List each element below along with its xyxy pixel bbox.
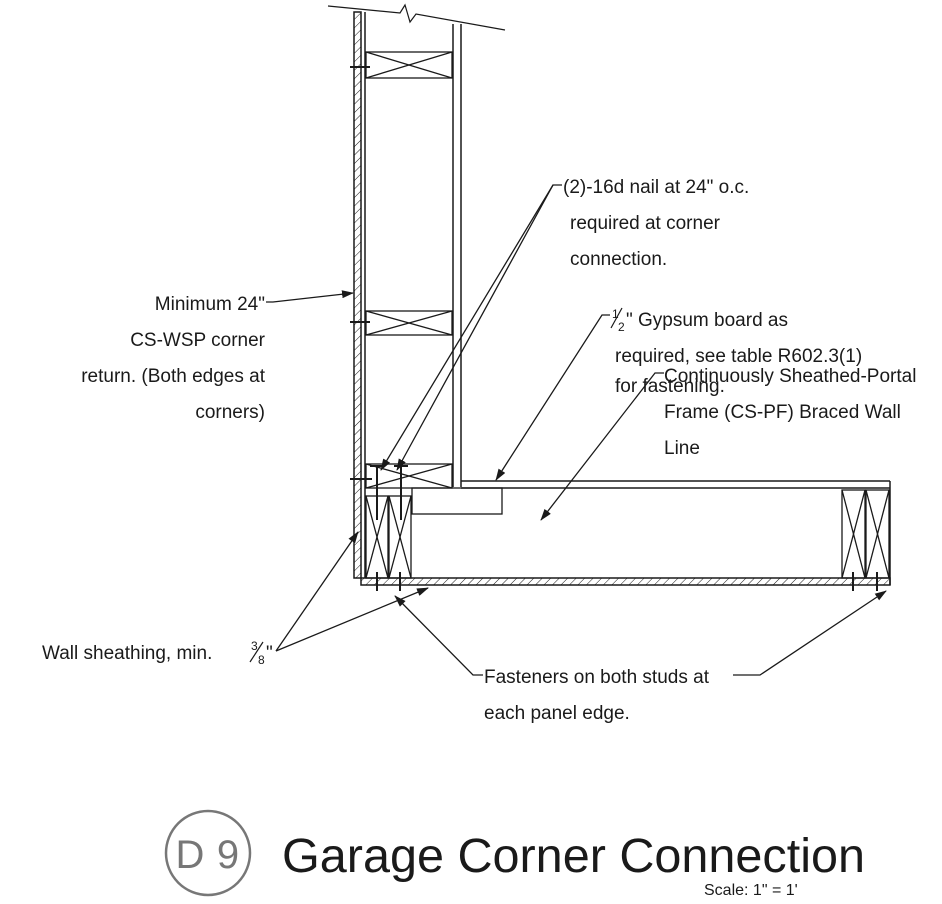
note-return-line3: return. (Both edges at — [81, 366, 265, 387]
vertical-wall-sheathing — [353, 11, 362, 579]
note-nailing-line3: connection. — [570, 249, 667, 270]
note-wall-sheathing: Wall sheathing, min. 3 8 " — [42, 639, 273, 667]
detail-scale: Scale: 1" = 1' — [704, 882, 798, 899]
note-fastener-line1: Fasteners on both studs at — [484, 667, 710, 688]
note-cspf-line3: Line — [664, 438, 700, 459]
note-nailing: (2)-16d nail at 24" o.c. required at cor… — [563, 177, 749, 270]
note-gypsum-line1: " Gypsum board as — [626, 310, 788, 331]
nail-leader — [396, 184, 562, 471]
sheathing-leader-1 — [275, 531, 359, 652]
gypsum-leader — [495, 314, 610, 481]
fastener-leader-right — [733, 590, 887, 676]
note-corner-return: Minimum 24" CS-WSP corner return. (Both … — [81, 294, 265, 423]
note-gypsum: 1 2 " Gypsum board as required, see tabl… — [610, 307, 862, 397]
gypsum-fraction-numerator: 1 — [612, 307, 619, 321]
break-line — [327, 3, 506, 31]
corner-studs — [365, 495, 412, 579]
end-studs — [841, 489, 890, 579]
cspf-leader — [540, 372, 664, 521]
detail-title: Garage Corner Connection — [282, 830, 865, 883]
sheathing-inch-mark: " — [266, 643, 273, 664]
note-nailing-line2: required at corner — [570, 213, 721, 234]
note-gypsum-line2: required, see table R602.3(1) — [615, 346, 862, 367]
blocking-lower — [365, 463, 453, 489]
sheathing-fraction-numerator: 3 — [251, 639, 258, 653]
horizontal-wall-sheathing — [360, 577, 891, 586]
horizontal-wall — [360, 465, 891, 591]
sheathing-fraction-denominator: 8 — [258, 653, 265, 667]
note-nailing-line1: (2)-16d nail at 24" o.c. — [563, 177, 749, 198]
note-fasteners: Fasteners on both studs at each panel ed… — [484, 667, 710, 724]
note-cspf: Continuously Sheathed-Portal Frame (CS-P… — [664, 366, 916, 459]
note-return-line4: corners) — [195, 402, 265, 423]
leader-lines — [266, 184, 887, 676]
sheathing-leader-2 — [275, 587, 429, 652]
note-return-line1: Minimum 24" — [155, 294, 265, 315]
gypsum-fraction-denominator: 2 — [618, 320, 625, 334]
blocking-middle — [365, 310, 453, 336]
note-fastener-line2: each panel edge. — [484, 703, 630, 724]
note-sheathing-text: Wall sheathing, min. — [42, 643, 212, 664]
return-leader — [266, 290, 354, 303]
title-block: D 9 Garage Corner Connection Scale: 1" =… — [164, 809, 865, 899]
backer-block — [411, 487, 503, 515]
blocking-upper — [365, 51, 453, 79]
detail-bubble — [164, 809, 252, 897]
nail-leader-2 — [380, 184, 554, 471]
vertical-wall — [350, 11, 462, 579]
detail-number: 9 — [217, 833, 239, 877]
fastener-leader-left — [394, 595, 483, 676]
note-cspf-line1: Continuously Sheathed-Portal — [664, 366, 916, 387]
note-gypsum-line3: for fastening. — [615, 376, 725, 397]
note-return-line2: CS-WSP corner — [130, 330, 265, 351]
detail-letter: D — [176, 833, 205, 877]
note-cspf-line2: Frame (CS-PF) Braced Wall — [664, 402, 901, 423]
